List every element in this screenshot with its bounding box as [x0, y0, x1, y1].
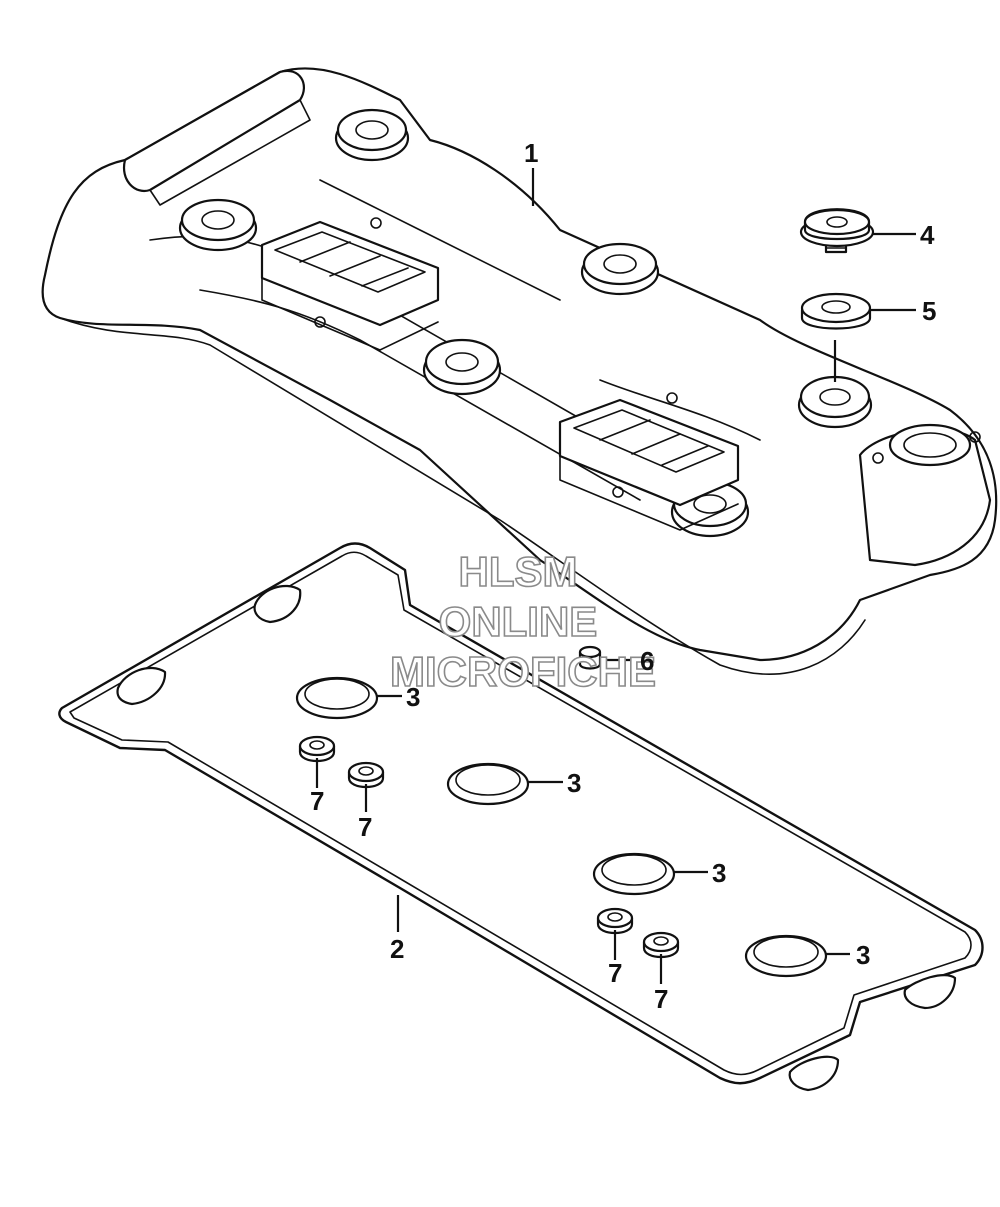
callout-7-b: 7: [358, 812, 372, 842]
callout-1: 1: [524, 138, 538, 168]
callout-3-b: 3: [567, 768, 581, 798]
dowel-pin: [578, 645, 602, 670]
callout-5: 5: [922, 296, 936, 326]
plug-well-4: [580, 242, 660, 296]
plug-hole-seal-1: [295, 676, 379, 720]
callout-7-c: 7: [608, 958, 622, 988]
callout-4: 4: [920, 220, 935, 250]
plug-well-3: [422, 338, 502, 396]
seal-washer-2: [347, 761, 385, 789]
callout-7-d: 7: [654, 984, 668, 1014]
seal-washer-3: [596, 907, 634, 935]
plug-well-6: [797, 375, 873, 429]
plug-hole-seal-4: [744, 934, 828, 978]
breather-box-right: [558, 398, 740, 531]
watermark-line-1: HLSM: [459, 548, 578, 595]
callout-labels: 1 4 5 6 3 3 3 3 7 7 7 7 2: [310, 138, 936, 1014]
callout-3-a: 3: [406, 682, 420, 712]
callout-6: 6: [640, 646, 654, 676]
callout-2: 2: [390, 934, 404, 964]
breather-box-left: [260, 220, 440, 351]
leader-lines: [315, 168, 916, 984]
callout-3-d: 3: [856, 940, 870, 970]
plug-well-1: [178, 198, 258, 252]
bolt-grommet: [800, 292, 872, 330]
seal-washer-1: [298, 735, 336, 763]
head-cover-gasket: [58, 542, 984, 1092]
watermark-line-3: MICROFICHE: [390, 648, 656, 695]
callout-7-a: 7: [310, 786, 324, 816]
plug-hole-seal-3: [592, 852, 676, 896]
watermark-line-2: ONLINE: [439, 598, 598, 645]
plug-hole-seal-2: [446, 762, 530, 806]
cover-bolt: [799, 208, 875, 254]
watermark: HLSM ONLINE MICROFICHE: [389, 547, 657, 696]
cylinder-head-cover: [41, 67, 998, 675]
callout-3-c: 3: [712, 858, 726, 888]
plug-well-2: [334, 108, 410, 162]
cam-end-boss: [858, 423, 992, 567]
seal-washer-4: [642, 931, 680, 959]
